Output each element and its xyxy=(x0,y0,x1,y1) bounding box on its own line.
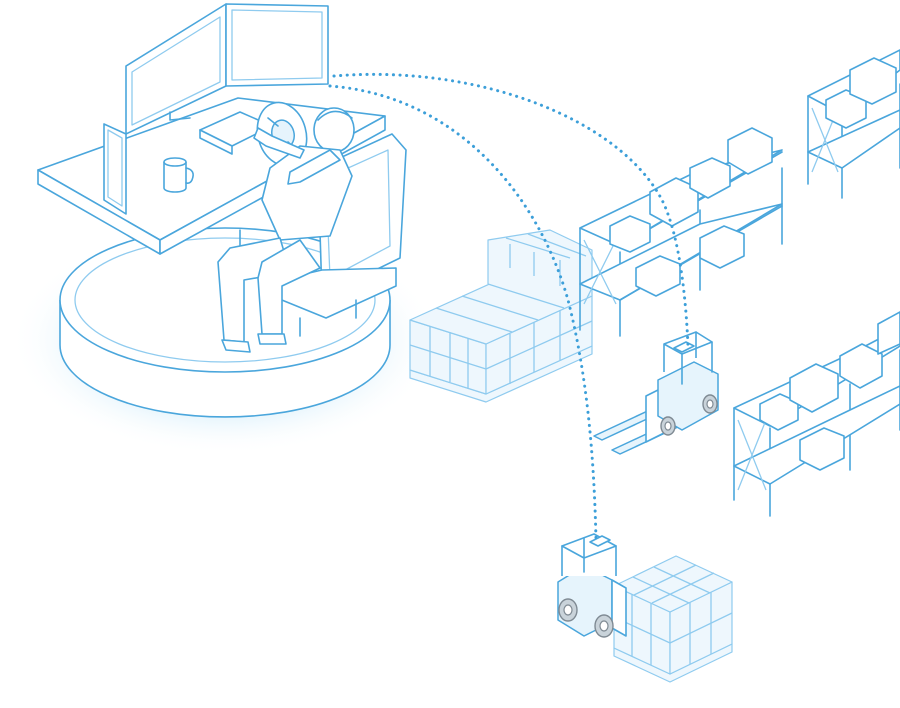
shelf-unit-middle xyxy=(579,127,783,337)
remote-connection-lines xyxy=(328,72,690,542)
forklift-middle xyxy=(593,331,719,455)
operator-person xyxy=(217,107,355,353)
shelf-unit-top-right xyxy=(807,49,900,199)
shelf-unit-bottom-right xyxy=(733,311,900,517)
box-pallet-bottom xyxy=(613,555,733,683)
monitor-right xyxy=(225,3,329,87)
operator-station xyxy=(10,3,440,455)
connection-line-to-forklift-middle xyxy=(332,72,690,348)
monitor-left xyxy=(103,123,127,215)
box-pallet-center xyxy=(409,229,593,403)
coffee-mug-icon xyxy=(163,157,194,193)
keyboard xyxy=(199,111,273,155)
forklift-bottom xyxy=(557,533,627,638)
